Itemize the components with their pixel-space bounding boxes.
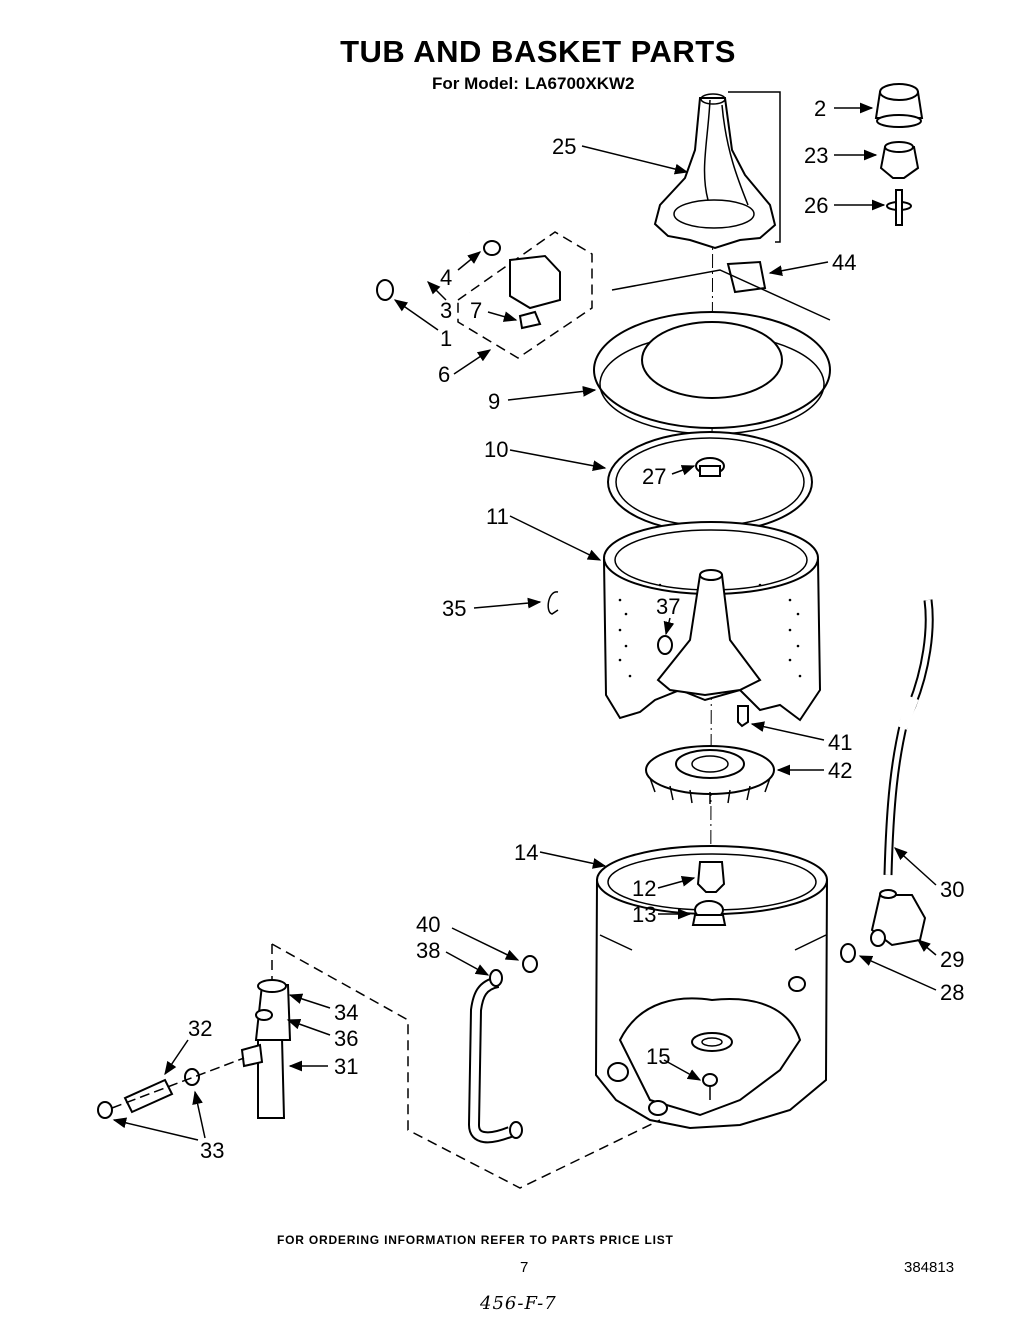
hose-part-32 xyxy=(123,1078,174,1114)
basket-part-11 xyxy=(602,521,822,722)
callout-23: 23 xyxy=(804,143,828,168)
drain-hose-part-38 xyxy=(467,969,523,1144)
model-subtitle: For Model: LA6700XKW2 xyxy=(432,74,635,94)
page-number: 7 xyxy=(520,1259,529,1276)
callout-41: 41 xyxy=(828,730,852,755)
callout-13: 13 xyxy=(632,902,656,927)
pipe-group-outline xyxy=(271,943,661,1189)
clip-part-41 xyxy=(737,705,749,728)
leader-lines xyxy=(112,102,937,1141)
callout-38: 38 xyxy=(416,938,440,963)
document-number: 384813 xyxy=(904,1259,955,1276)
callout-42: 42 xyxy=(828,758,852,783)
model-label: For Model: xyxy=(432,74,519,93)
ordering-note: FOR ORDERING INFORMATION REFER TO PARTS … xyxy=(277,1233,674,1247)
callout-6: 6 xyxy=(438,362,450,387)
callout-4: 4 xyxy=(440,265,452,290)
ring-seal-part-10 xyxy=(607,431,813,533)
bushing-part-37 xyxy=(657,635,673,655)
callout-1: 1 xyxy=(440,326,452,351)
callout-10: 10 xyxy=(484,437,508,462)
page-title: TUB AND BASKET PARTS xyxy=(340,34,736,69)
callout-15: 15 xyxy=(646,1044,670,1069)
washer-part-28 xyxy=(840,943,856,963)
clamp-part-40 xyxy=(522,955,538,973)
callout-37: 37 xyxy=(656,594,680,619)
callout-7: 7 xyxy=(470,298,482,323)
basket-perforations xyxy=(618,583,802,678)
callout-28: 28 xyxy=(940,980,964,1005)
callout-11: 11 xyxy=(486,504,509,529)
coupling-part-12 xyxy=(696,861,726,893)
callout-29: 29 xyxy=(940,947,964,972)
callout-numbers: 2 23 26 25 44 4 3 7 1 6 9 10 27 11 35 37… xyxy=(188,96,964,1163)
callout-32: 32 xyxy=(188,1016,212,1041)
callout-9: 9 xyxy=(488,389,500,414)
tube-part-30 xyxy=(883,599,934,876)
hose-group-parts-1-3-4-6-7 xyxy=(376,231,593,359)
handwritten-note: 456-F-7 xyxy=(480,1293,557,1314)
hub-part-42 xyxy=(645,745,775,804)
clip-part-35 xyxy=(547,591,559,615)
plate-part-44 xyxy=(726,260,767,294)
tub-ring-part-9 xyxy=(593,269,831,435)
callout-35: 35 xyxy=(442,596,466,621)
agitator-bracket xyxy=(728,91,781,243)
model-number: LA6700XKW2 xyxy=(524,74,635,93)
callout-40: 40 xyxy=(416,912,440,937)
pipe-axis xyxy=(111,1057,245,1109)
callout-25: 25 xyxy=(552,134,576,159)
screw-washer-part-26 xyxy=(886,189,912,226)
callout-27: 27 xyxy=(642,464,666,489)
callout-26: 26 xyxy=(804,193,828,218)
nut-part-27 xyxy=(695,457,725,477)
callout-44: 44 xyxy=(832,250,856,275)
clamps-part-33 xyxy=(97,1068,200,1119)
cam-part-23 xyxy=(879,141,920,179)
drain-pipe-part-31 xyxy=(240,979,292,1119)
callout-30: 30 xyxy=(940,877,964,902)
callout-3: 3 xyxy=(440,298,452,323)
callout-2: 2 xyxy=(814,96,826,121)
callout-36: 36 xyxy=(334,1026,358,1051)
bearing-part-13 xyxy=(691,900,727,926)
callout-34: 34 xyxy=(334,1000,358,1025)
cap-part-2 xyxy=(874,83,924,128)
callout-31: 31 xyxy=(334,1054,358,1079)
plug-part-15 xyxy=(702,1073,718,1100)
valve-part-29 xyxy=(870,889,927,947)
agitator-part-25 xyxy=(653,93,777,250)
callout-33: 33 xyxy=(200,1138,224,1163)
callout-14: 14 xyxy=(514,840,538,865)
callout-12: 12 xyxy=(632,876,656,901)
